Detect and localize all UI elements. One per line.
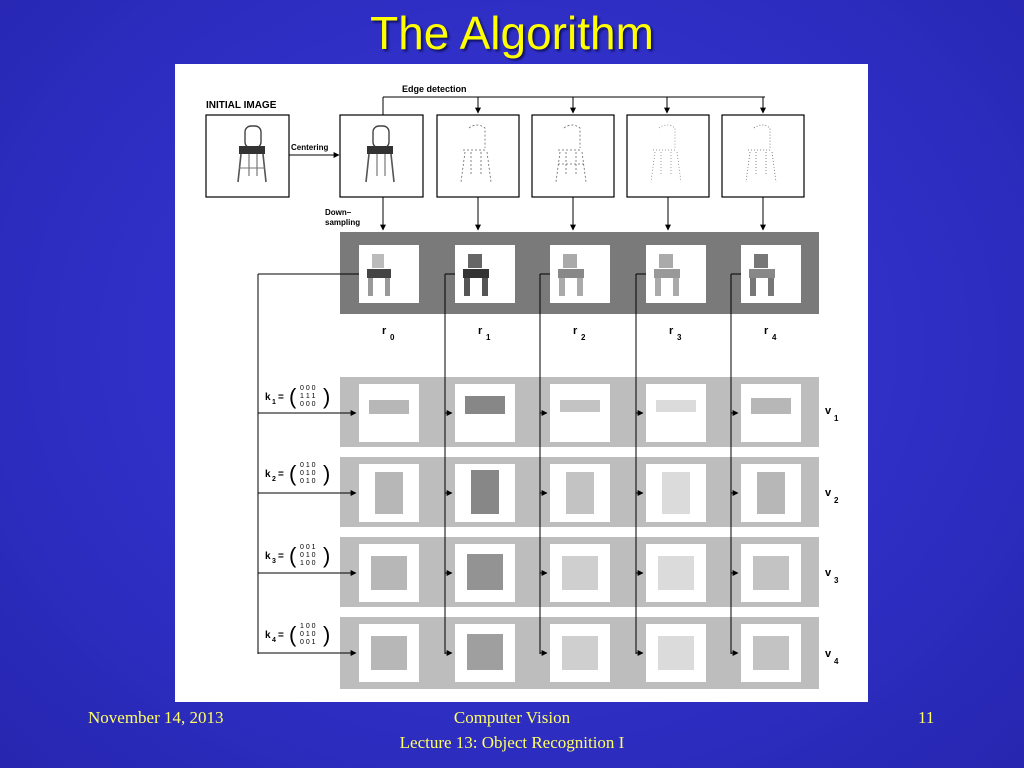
edge-image-4 bbox=[721, 114, 805, 198]
downsampling-label-1: Down– bbox=[325, 208, 352, 217]
kernel-4: k 4 = ( 1 0 0 0 1 0 0 0 1 ) bbox=[265, 622, 330, 647]
svg-text:=: = bbox=[278, 551, 284, 562]
centered-image bbox=[339, 114, 424, 198]
initial-chair-image bbox=[237, 125, 267, 183]
r-label-1: r bbox=[478, 325, 483, 337]
svg-text:=: = bbox=[278, 392, 284, 403]
algorithm-diagram: INITIAL IMAGE Centering Edge detection bbox=[205, 84, 839, 689]
svg-text:4: 4 bbox=[834, 657, 839, 666]
r-tiles bbox=[359, 245, 801, 303]
svg-text:1 0 0: 1 0 0 bbox=[300, 560, 316, 567]
edge-detection-label: Edge detection bbox=[402, 84, 467, 94]
edge-image-1 bbox=[436, 114, 520, 198]
r-label-4: r bbox=[764, 325, 769, 337]
svg-text:3: 3 bbox=[272, 558, 276, 565]
footer-page-number: 11 bbox=[918, 708, 935, 727]
svg-text:=: = bbox=[278, 469, 284, 480]
svg-text:0 0 1: 0 0 1 bbox=[300, 639, 316, 646]
slide-title: The Algorithm bbox=[370, 7, 654, 59]
svg-text:k: k bbox=[265, 551, 271, 562]
svg-text:0 1 0: 0 1 0 bbox=[300, 552, 316, 559]
v-label-1: v bbox=[825, 405, 832, 417]
edge-image-3 bbox=[626, 114, 710, 198]
v-tiles bbox=[359, 384, 801, 682]
svg-text:0 0 1: 0 0 1 bbox=[300, 544, 316, 551]
r-label-3: r bbox=[669, 325, 674, 337]
downsampling-label-2: sampling bbox=[325, 218, 360, 227]
kernel-1: k 1 = ( 0 0 0 1 1 1 0 0 0 ) bbox=[265, 384, 330, 409]
svg-text:3: 3 bbox=[834, 576, 839, 585]
initial-image-box bbox=[205, 114, 290, 198]
edge-image-2 bbox=[531, 114, 615, 198]
svg-text:): ) bbox=[323, 461, 330, 486]
r-label-1-sub: 1 bbox=[486, 333, 491, 342]
svg-text:2: 2 bbox=[834, 496, 839, 505]
r-label-4-sub: 4 bbox=[772, 333, 777, 342]
svg-text:=: = bbox=[278, 630, 284, 641]
kernel-3: k 3 = ( 0 0 1 0 1 0 1 0 0 ) bbox=[265, 543, 330, 568]
centering-label: Centering bbox=[291, 143, 328, 152]
svg-text:0 1 0: 0 1 0 bbox=[300, 631, 316, 638]
edge-detection-connector bbox=[382, 96, 766, 115]
convolution-connectors bbox=[257, 273, 741, 656]
svg-text:(: ( bbox=[289, 622, 297, 647]
svg-text:): ) bbox=[323, 622, 330, 647]
svg-text:(: ( bbox=[289, 461, 297, 486]
r-labels: r 0 r 1 r 2 r 3 r 4 bbox=[382, 325, 777, 342]
footer-lecture: Lecture 13: Object Recognition I bbox=[399, 733, 625, 752]
svg-text:1 1 1: 1 1 1 bbox=[300, 393, 316, 400]
svg-text:0 1 0: 0 1 0 bbox=[300, 470, 316, 477]
svg-text:0 0 0: 0 0 0 bbox=[300, 401, 316, 408]
r-label-0: r bbox=[382, 325, 387, 337]
v-label-2: v bbox=[825, 487, 832, 499]
svg-text:): ) bbox=[323, 384, 330, 409]
algorithm-figure: INITIAL IMAGE Centering Edge detection bbox=[175, 64, 868, 702]
svg-text:1: 1 bbox=[834, 414, 839, 423]
svg-text:0 0 0: 0 0 0 bbox=[300, 385, 316, 392]
svg-text:(: ( bbox=[289, 543, 297, 568]
initial-image-label: INITIAL IMAGE bbox=[206, 100, 277, 111]
v-label-4: v bbox=[825, 648, 832, 660]
svg-text:k: k bbox=[265, 630, 271, 641]
svg-text:1: 1 bbox=[272, 399, 276, 406]
svg-text:4: 4 bbox=[272, 637, 276, 644]
svg-text:k: k bbox=[265, 469, 271, 480]
footer-course: Computer Vision bbox=[453, 708, 571, 727]
svg-text:2: 2 bbox=[272, 476, 276, 483]
r-label-2-sub: 2 bbox=[581, 333, 586, 342]
svg-text:0 1 0: 0 1 0 bbox=[300, 478, 316, 485]
r-label-2: r bbox=[573, 325, 578, 337]
r-label-0-sub: 0 bbox=[390, 333, 395, 342]
downsampling-arrows bbox=[380, 197, 766, 231]
svg-text:k: k bbox=[265, 392, 271, 403]
v-labels: v 1 v 2 v 3 v 4 bbox=[825, 405, 839, 666]
r-label-3-sub: 3 bbox=[677, 333, 682, 342]
svg-text:): ) bbox=[323, 543, 330, 568]
svg-text:(: ( bbox=[289, 384, 297, 409]
svg-text:1 0 0: 1 0 0 bbox=[300, 623, 316, 630]
svg-text:0 1 0: 0 1 0 bbox=[300, 462, 316, 469]
footer-date: November 14, 2013 bbox=[88, 708, 224, 727]
kernel-2: k 2 = ( 0 1 0 0 1 0 0 1 0 ) bbox=[265, 461, 330, 486]
v-label-3: v bbox=[825, 567, 832, 579]
